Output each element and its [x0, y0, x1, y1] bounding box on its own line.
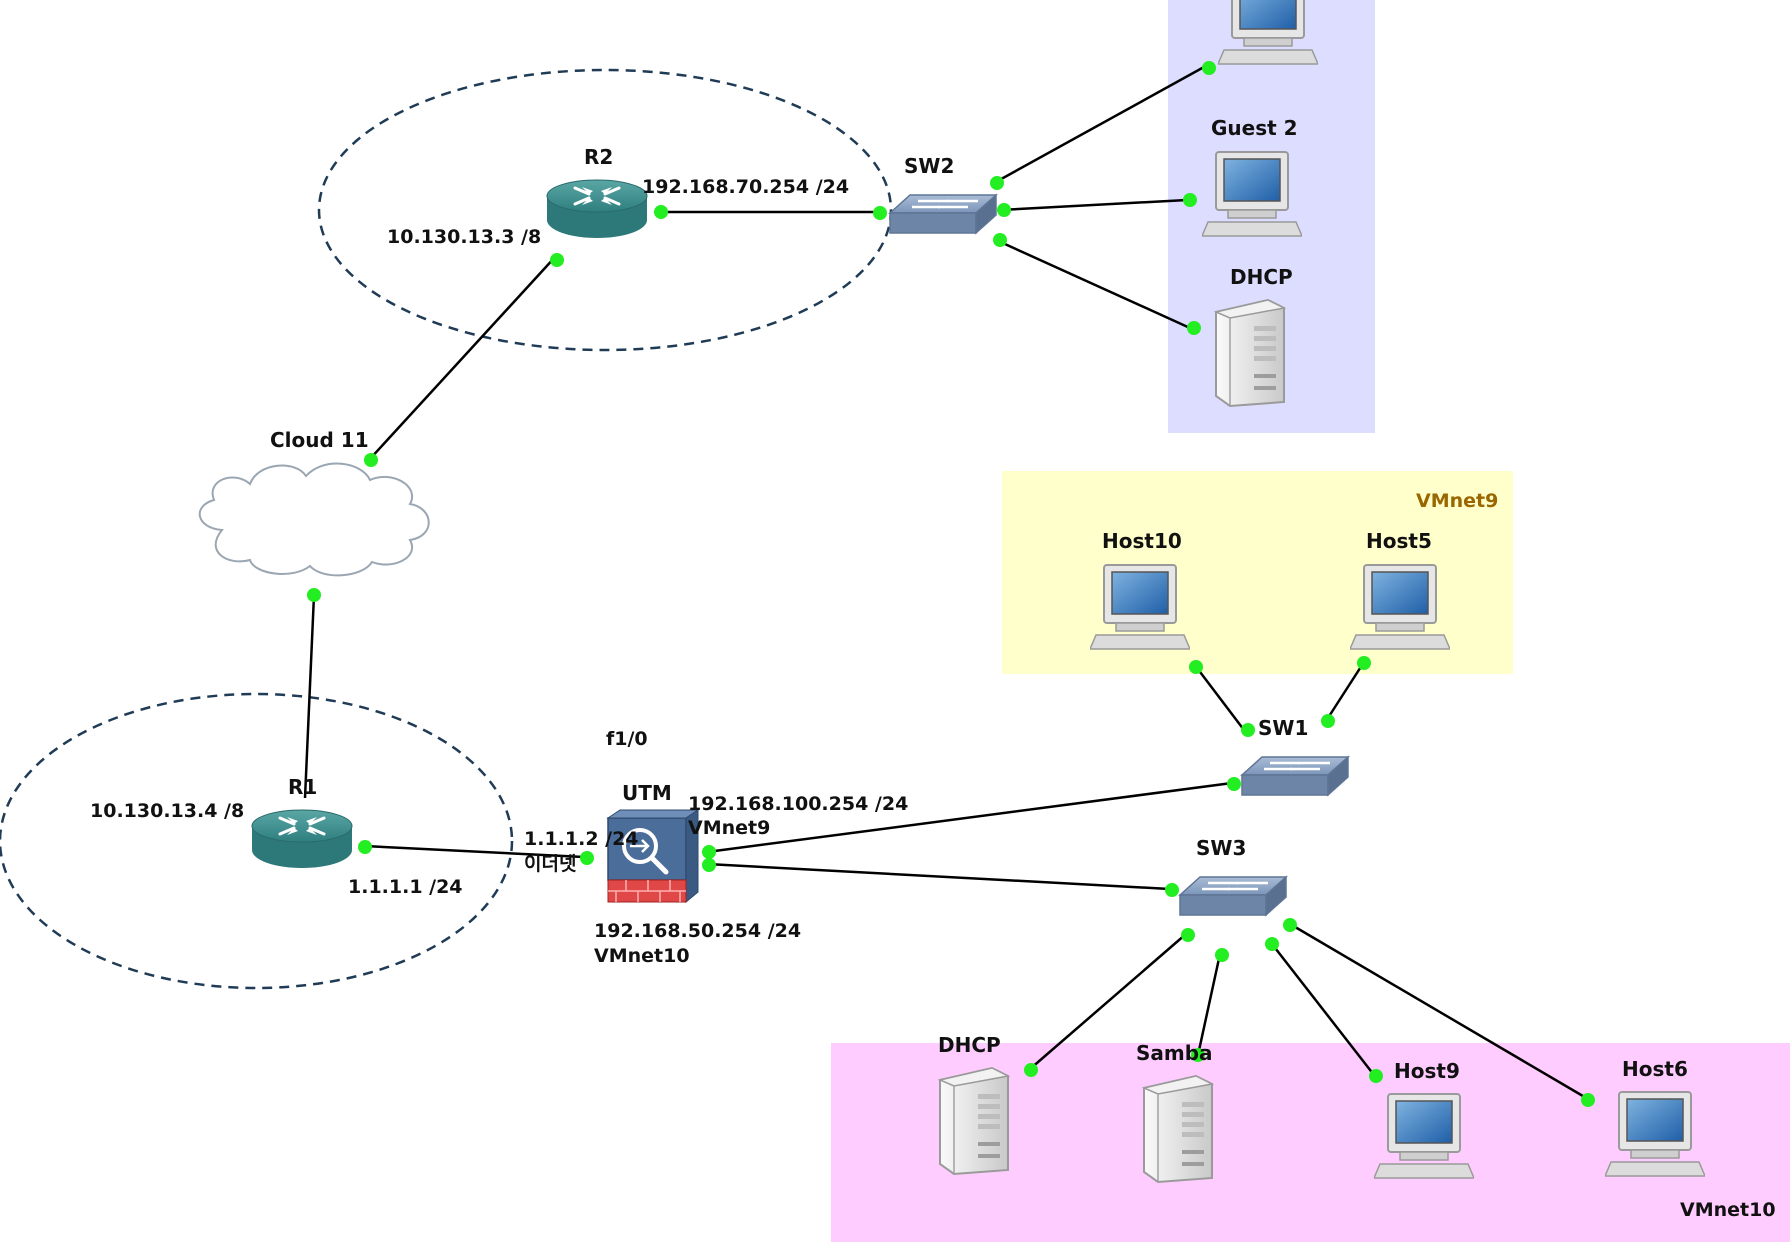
link-utm-sw3: [706, 862, 1171, 891]
host5-label: Host5: [1366, 529, 1432, 553]
cloud-label: Cloud 11: [270, 428, 369, 452]
utm-outside-note: 이더넷: [524, 853, 576, 875]
link-sw3-host9: [1271, 943, 1375, 1076]
link-sw2-guest2: [999, 198, 1188, 212]
dhcp-bottom-label: DHCP: [938, 1033, 1001, 1057]
sw1-label: SW1: [1258, 716, 1308, 740]
links: [303, 65, 1589, 1101]
link-sw1-host5: [1324, 661, 1366, 722]
host5-pc-icon[interactable]: [1350, 564, 1450, 650]
utm-firewall-icon[interactable]: [606, 809, 700, 904]
link-r1-utm: [363, 844, 585, 859]
port-indicators: [307, 61, 1595, 1107]
utm-vmnet10-address: 192.168.50.254 /24: [594, 920, 801, 942]
host9-label: Host9: [1394, 1059, 1460, 1083]
guest2-label: Guest 2: [1211, 116, 1298, 140]
host10-label: Host10: [1102, 529, 1182, 553]
r1-wan-address: 10.130.13.4 /8: [90, 800, 244, 822]
host10-pc-icon[interactable]: [1090, 564, 1190, 650]
utm-port-label: f1/0: [606, 728, 648, 750]
link-utm-sw1: [706, 781, 1233, 854]
link-sw1-host10: [1193, 663, 1245, 731]
host6-label: Host6: [1622, 1057, 1688, 1081]
link-cloud-r1: [303, 594, 316, 799]
sw2-label: SW2: [904, 154, 954, 178]
vmnet9-zone-label: VMnet9: [1416, 490, 1498, 512]
r2-wan-address: 10.130.13.3 /8: [387, 226, 541, 248]
link-sw2-pc-top: [993, 65, 1205, 185]
samba-server-icon[interactable]: [1143, 1075, 1213, 1183]
samba-label: Samba: [1136, 1041, 1213, 1065]
r2-router-icon[interactable]: [545, 178, 649, 240]
link-r2-cloud: [368, 255, 557, 461]
r1-network-ellipse: [0, 692, 514, 990]
host9-pc-icon[interactable]: [1374, 1093, 1474, 1179]
guest2-pc-icon[interactable]: [1202, 151, 1302, 237]
vmnet10-zone-label: VMnet10: [1680, 1199, 1776, 1221]
host6-pc-icon[interactable]: [1605, 1091, 1705, 1177]
r1-utm-address: 1.1.1.1 /24: [348, 876, 463, 898]
sw3-label: SW3: [1196, 836, 1246, 860]
utm-vmnet9-address: 192.168.100.254 /24: [688, 793, 908, 815]
dhcp-top-label: DHCP: [1230, 265, 1293, 289]
link-sw3-host6: [1289, 922, 1589, 1101]
r2-lan-address: 192.168.70.254 /24: [642, 176, 849, 198]
utm-vmnet10-net: VMnet10: [594, 945, 690, 967]
cloud-icon[interactable]: [198, 462, 430, 577]
sw2-switch-icon[interactable]: [888, 193, 998, 235]
link-sw2-dhcp-top: [995, 238, 1191, 330]
sw3-switch-icon[interactable]: [1178, 875, 1288, 917]
r2-network-ellipse: [317, 68, 893, 352]
pc-top-icon[interactable]: [1218, 0, 1318, 65]
link-sw3-samba: [1196, 953, 1222, 1056]
dhcp-top-server-icon[interactable]: [1215, 299, 1285, 407]
utm-outside-address: 1.1.1.2 /24: [524, 828, 639, 850]
sw1-switch-icon[interactable]: [1240, 755, 1350, 797]
dhcp-bottom-server-icon[interactable]: [939, 1067, 1009, 1175]
r2-label: R2: [584, 145, 613, 169]
r1-router-icon[interactable]: [250, 808, 354, 870]
r1-label: R1: [288, 775, 317, 799]
utm-vmnet9-net: VMnet9: [688, 817, 770, 839]
utm-label: UTM: [622, 781, 672, 805]
link-sw3-dhcp-bottom: [1029, 933, 1187, 1070]
